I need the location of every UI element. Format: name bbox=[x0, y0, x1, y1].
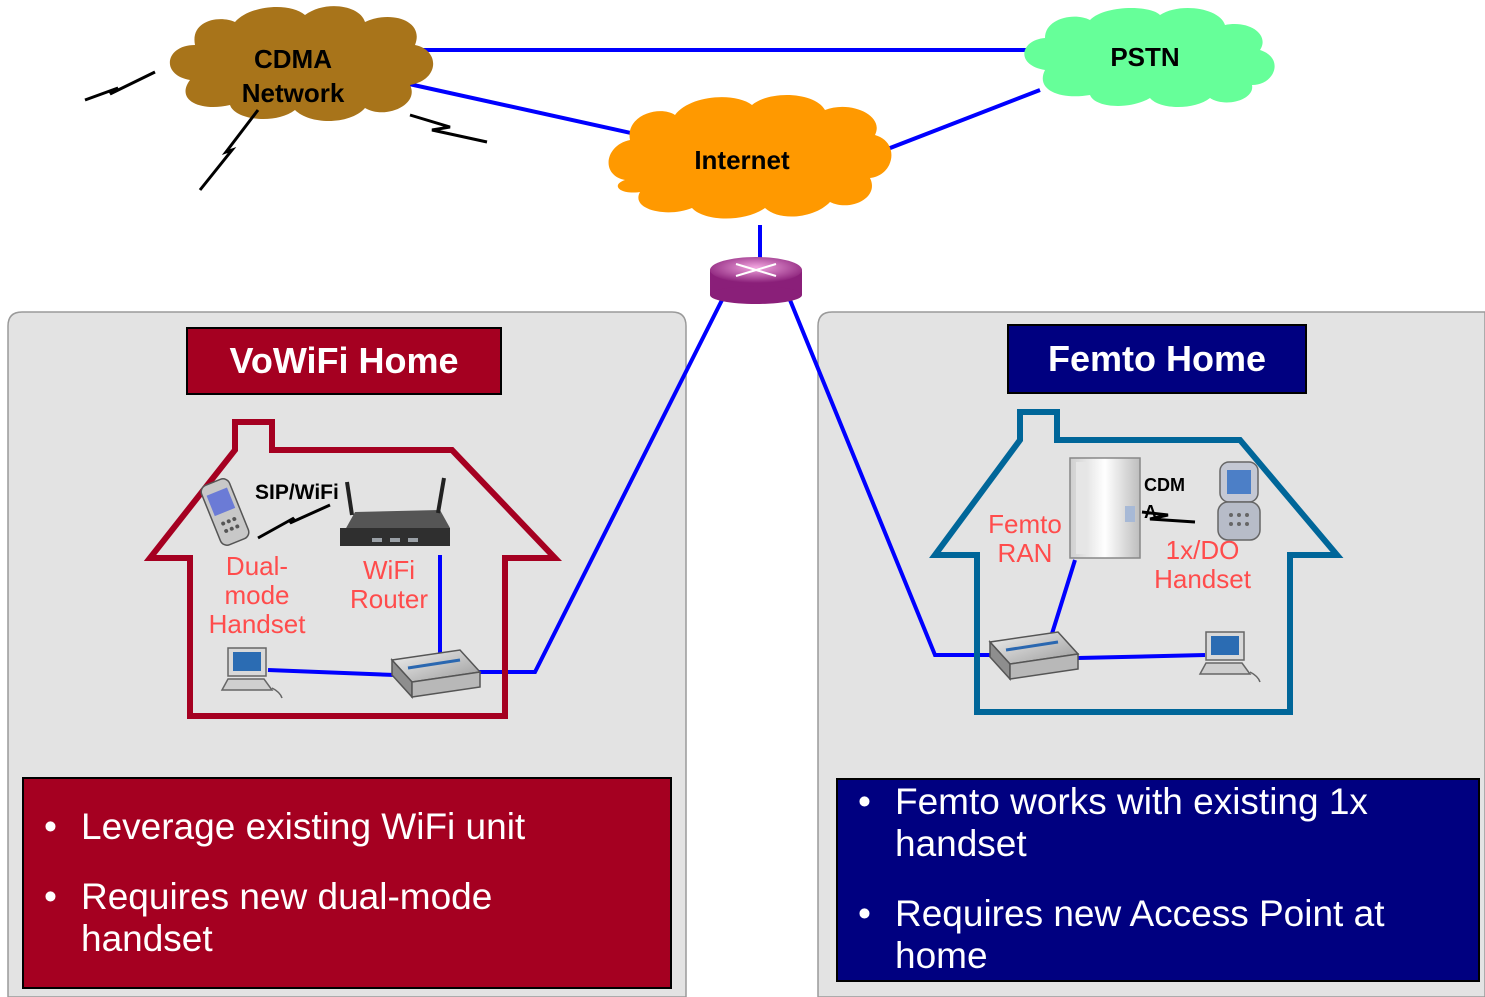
pstn-label: PSTN bbox=[1110, 42, 1180, 72]
cdma-network-label: CDMA Network bbox=[241, 44, 345, 108]
femto-ran-label: Femto RAN bbox=[988, 509, 1062, 568]
vowifi-modem-icon bbox=[390, 649, 482, 699]
dual-mode-handset-icon bbox=[200, 478, 250, 546]
femto-ran-icon bbox=[1069, 457, 1141, 559]
cdma-network-cloud bbox=[169, 6, 434, 122]
femto-bullet-2: Requires new Access Point at home bbox=[838, 893, 1435, 977]
femto-bullet-1: Femto works with existing 1x handset bbox=[838, 781, 1455, 865]
femto-house-outline bbox=[929, 409, 1344, 715]
1x-do-handset-label: 1x/DO Handset bbox=[1154, 535, 1251, 594]
femto-computer-icon bbox=[1198, 631, 1261, 683]
wifi-router-label: WiFi Router bbox=[349, 555, 429, 614]
sip-wifi-label: SIP/WiFi bbox=[255, 481, 339, 504]
internet-label: Internet bbox=[694, 145, 790, 175]
internet-cloud bbox=[608, 94, 892, 219]
internet-router-icon bbox=[710, 257, 802, 304]
vowifi-home-title: VoWiFi Home bbox=[186, 327, 502, 395]
pstn-cloud bbox=[1024, 7, 1275, 108]
cdma-link-label: CDM A bbox=[1144, 475, 1185, 522]
wireless-links bbox=[84, 70, 1196, 540]
vowifi-house-outline bbox=[143, 419, 563, 719]
vowifi-computer-icon bbox=[220, 647, 283, 699]
wifi-router-icon bbox=[340, 477, 450, 546]
dual-mode-handset-label: Dual- mode Handset bbox=[208, 551, 306, 639]
vowifi-bullet-1: Leverage existing WiFi unit bbox=[24, 806, 670, 848]
network-links bbox=[267, 48, 1206, 677]
femto-modem-icon bbox=[988, 631, 1080, 681]
femto-home-title: Femto Home bbox=[1007, 324, 1307, 394]
vowifi-bullets: Leverage existing WiFi unit Requires new… bbox=[22, 777, 672, 989]
vowifi-bullet-2: Requires new dual-mode handset bbox=[24, 876, 601, 960]
femto-bullets: Femto works with existing 1x handset Req… bbox=[836, 778, 1480, 982]
1x-do-handset-icon bbox=[1217, 461, 1261, 541]
